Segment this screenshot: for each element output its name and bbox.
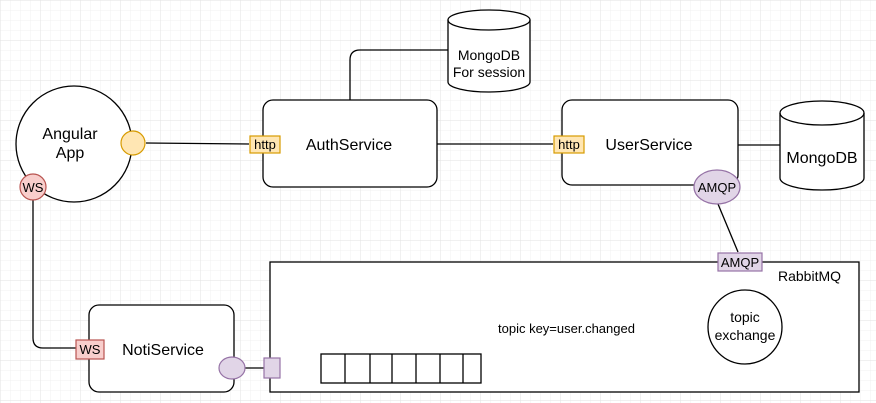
topic-exchange-node[interactable] — [707, 289, 783, 365]
rabbit-amqp-port[interactable] — [717, 252, 763, 272]
mongodb-session-cylinder-rim — [447, 19, 531, 31]
mongodb-user-node[interactable] — [779, 100, 865, 191]
auth-http-label: http — [254, 137, 276, 152]
user-amqp-port[interactable] — [693, 169, 741, 205]
edge-angular-noti-ws[interactable] — [32, 200, 76, 349]
message-queue[interactable] — [320, 353, 482, 384]
rabbitmq-label: RabbitMQ — [778, 268, 841, 284]
auth-service-label: AuthService — [306, 137, 392, 154]
edge-angular-auth[interactable] — [145, 142, 250, 145]
user-service-label: UserService — [605, 137, 692, 154]
rabbit-queue-port[interactable] — [263, 357, 281, 379]
edge-auth-mongodb-session[interactable] — [349, 49, 448, 100]
noti-ws-label: WS — [80, 342, 101, 357]
user-http-label: http — [558, 137, 580, 152]
auth-http-port[interactable] — [249, 135, 281, 154]
rabbit-amqp-label: AMQP — [721, 255, 759, 270]
mongodb-user-cylinder-rim — [779, 112, 865, 126]
angular-ws-port[interactable] — [19, 173, 47, 201]
mongodb-user-label: MongoDB — [786, 150, 857, 167]
angular-app-provided-interface[interactable] — [120, 130, 146, 156]
edge-amqp-amqp[interactable] — [717, 203, 739, 253]
topic-key-label: topic key=user.changed — [498, 321, 635, 336]
mongodb-session-node[interactable] — [447, 9, 531, 93]
user-amqp-label: AMQP — [698, 180, 736, 195]
user-http-port[interactable] — [553, 135, 585, 154]
noti-service-label: NotiService — [122, 342, 204, 359]
noti-ws-port[interactable] — [75, 339, 105, 360]
noti-amqp-interface[interactable] — [218, 356, 246, 380]
angular-ws-label: WS — [23, 180, 44, 195]
